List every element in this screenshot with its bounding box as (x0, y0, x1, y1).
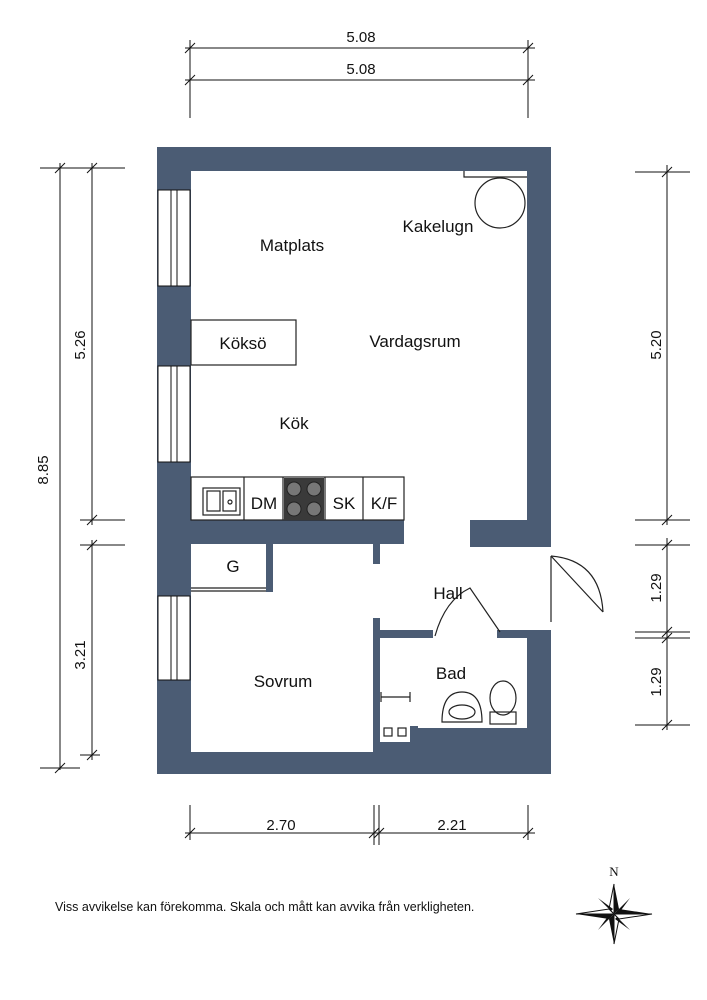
stove-icon (284, 478, 324, 520)
room-label-bad: Bad (436, 664, 466, 683)
dim-right-mid: 1.29 (648, 573, 665, 602)
dim-right-lower: 1.29 (648, 667, 665, 696)
room-label-matplats: Matplats (260, 236, 324, 255)
counter-label-sk: SK (333, 494, 356, 513)
dimension-lines (40, 40, 690, 845)
room-label-kok: Kök (279, 414, 309, 433)
closet (191, 587, 266, 592)
dim-right-upper: 5.20 (648, 330, 665, 359)
disclaimer-text: Viss avvikelse kan förekomma. Skala och … (55, 900, 475, 914)
compass-rose-icon (575, 883, 653, 945)
bath-door-swing (434, 587, 501, 637)
windows (157, 189, 191, 681)
washbasin-icon (441, 691, 483, 723)
counter-label-kf: K/F (371, 494, 397, 513)
kakelugn-stove (463, 171, 527, 229)
dim-bottom-left: 2.70 (266, 817, 295, 834)
kitchen-island (190, 319, 297, 366)
dim-top-inner: 5.08 (346, 61, 375, 78)
room-label-vardagsrum: Vardagsrum (369, 332, 460, 351)
dim-left-lower: 3.21 (72, 640, 89, 669)
counter-label-dm: DM (251, 494, 277, 513)
room-label-sovrum: Sovrum (254, 672, 313, 691)
compass-north-label: N (609, 864, 619, 879)
dim-top-outer: 5.08 (346, 29, 375, 46)
room-label-koksö: Köksö (219, 334, 266, 353)
room-label-g: G (226, 557, 239, 576)
bathroom-fixtures (380, 680, 517, 737)
toilet-icon (489, 680, 517, 725)
sink-icon (202, 487, 241, 516)
room-label-kakelugn: Kakelugn (403, 217, 474, 236)
dim-left-upper: 5.26 (72, 330, 89, 359)
room-label-hall: Hall (433, 584, 462, 603)
dim-left-total: 8.85 (35, 455, 52, 484)
dim-bottom-right: 2.21 (437, 817, 466, 834)
entry-door (527, 547, 604, 630)
